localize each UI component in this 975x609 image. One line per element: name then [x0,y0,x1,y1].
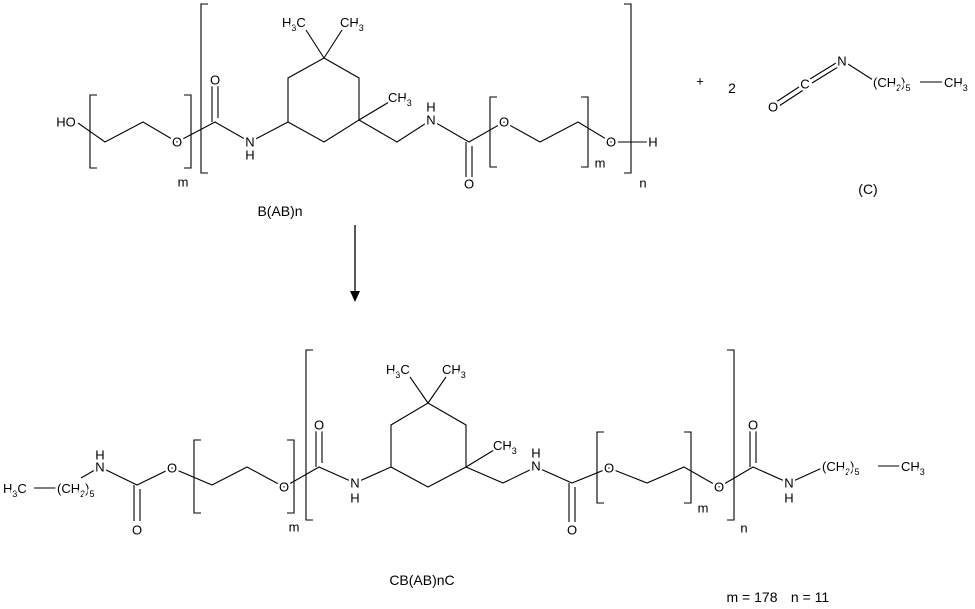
reagent-label: (C) [858,181,877,197]
product-label: CB(AB)nC [389,572,454,588]
atom-o: O [314,418,324,433]
reaction-arrow [350,225,360,302]
reactant-label: B(AB)n [257,203,302,219]
repeat-index-m: m [595,156,606,171]
bonds [775,62,942,107]
bonds [34,376,900,522]
atom-o: O [748,418,758,433]
methyl-label: CH3 [340,15,364,33]
atom-o: O [279,480,289,495]
repeat-brackets [193,349,735,521]
atom-o: O [167,461,177,476]
product-structure: H3C (CH2)5 N H O O O O N H H3C CH3 CH3 N… [1,349,927,605]
repeat-index-n: n [740,521,747,536]
reagent-structure: + 2 O C N (CH2)5 CH3 (C) [694,51,971,197]
repeat-brackets [89,3,632,174]
atom-o: O [464,177,474,192]
atom-n: N [837,54,846,69]
atom-n: N [784,476,793,491]
atom-o: O [499,115,509,130]
atom-h: H [784,491,793,506]
hexyl-chain-label: (CH2)5 [873,75,910,93]
atom-h: H [350,491,359,506]
atom-n: N [245,135,254,150]
atom-o: O [606,135,616,150]
methyl-label: CH3 [944,75,968,93]
atom-n: N [350,476,359,491]
methyl-label: CH3 [493,438,517,456]
hexyl-chain-label: (CH2)5 [822,459,859,477]
n-value: n = 11 [791,589,829,605]
atom-n: N [531,459,540,474]
atom-o: O [604,461,614,476]
atom-o: O [132,523,142,538]
methyl-label: H3C [3,481,27,499]
hexyl-chain-label: (CH2)5 [57,481,94,499]
plus-sign: + [696,74,704,89]
bonds [77,29,653,177]
atom-h: H [531,446,540,461]
stoichiometric-coefficient: 2 [728,80,736,96]
repeat-index-m: m [178,175,189,190]
m-value: m = 178 [727,589,778,605]
atom-o: O [210,73,220,88]
repeat-index-n: n [639,176,646,191]
atom-o: O [172,135,182,150]
atom-n: N [95,460,104,475]
hydroxyl-label: HO [56,115,76,130]
reactant-structure: HO O O N H H3C CH3 CH3 N H O O O H m m n… [54,3,660,219]
methyl-label: H3C [386,362,410,380]
methyl-label: CH3 [442,362,466,380]
methyl-label: CH3 [901,459,925,477]
repeat-index-m: m [289,520,300,535]
atom-o: O [714,480,724,495]
atom-h: H [426,100,435,115]
atom-h: H [245,148,254,163]
atom-o: O [768,100,778,115]
methyl-label: CH3 [388,90,412,108]
atom-h: H [95,448,104,463]
atom-o: O [567,523,577,538]
repeat-index-m: m [698,501,709,516]
atom-n: N [426,113,435,128]
methyl-label: H3C [282,15,306,33]
atom-c: C [800,77,809,92]
atom-h: H [648,135,657,150]
